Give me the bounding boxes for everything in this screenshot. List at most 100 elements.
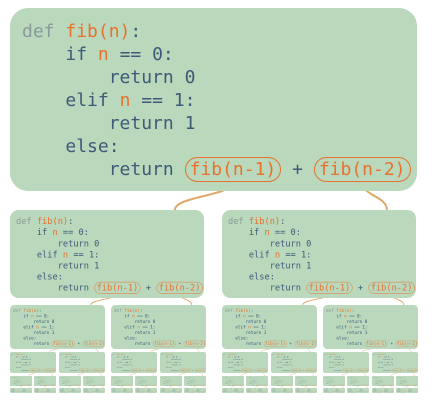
code-line-def: def fib(n): xyxy=(397,377,418,378)
variable-n: n xyxy=(172,361,174,364)
plus-operator: + xyxy=(77,341,80,347)
variable-n: n xyxy=(343,313,347,319)
return-keyword: return xyxy=(33,330,50,336)
fib-code-card-level-4: def fib(n): if n == 0: return 0 elif n =… xyxy=(347,376,369,386)
code-block: def fib(n): if n == 0: return 0 elif n =… xyxy=(223,353,268,372)
function-signature: fib(n) xyxy=(36,216,68,227)
code-line-else: else: xyxy=(34,391,45,392)
recursive-call-left: fib(n-1) xyxy=(193,384,199,386)
code-line-else: else: xyxy=(122,391,133,392)
code-line-elif: elif n == 1: xyxy=(271,390,282,391)
code-line-if: if n == 0: xyxy=(383,389,394,390)
def-keyword: def xyxy=(111,376,114,378)
card-content: def fib(n): if n == 0: return 0 elif n =… xyxy=(326,308,418,347)
code-line-return-zero: return 0 xyxy=(184,390,195,391)
code-line-return-zero: return 0 xyxy=(228,238,415,249)
variable-n: n xyxy=(281,356,283,359)
function-signature: fib(n) xyxy=(350,376,354,378)
code-line-def: def fib(n): xyxy=(195,388,206,389)
card-content: def fib(n): if n == 0: return 0 elif n =… xyxy=(160,388,171,393)
code-line-recursive-return: return fib(n-1) + fib(n-2) xyxy=(373,384,394,386)
code-line-elif: elif n == 1: xyxy=(22,89,411,112)
code-line-return-one: return 1 xyxy=(347,391,358,392)
if-keyword: if xyxy=(65,356,68,359)
colon: : xyxy=(353,376,355,378)
else-keyword: else: xyxy=(114,382,117,385)
return-keyword: return xyxy=(189,379,193,381)
return-keyword: return xyxy=(233,364,241,367)
code-line-return-one: return 1 xyxy=(136,382,157,383)
code-line-if: if n == 0: xyxy=(223,378,244,379)
fib-code-card-level-3: def fib(n): if n == 0: return 0 elif n =… xyxy=(323,352,369,373)
code-line-if: if n == 0: xyxy=(246,389,257,390)
else-keyword: else: xyxy=(399,382,402,385)
code-line-if: if n == 0: xyxy=(347,389,358,390)
code-line-return-one: return 1 xyxy=(272,364,317,367)
code-line-else: else: xyxy=(246,391,257,392)
code-line-return-zero: return 0 xyxy=(271,390,282,391)
fib-code-card-level-5: def fib(n): if n == 0: return 0 elif n =… xyxy=(295,388,306,393)
compare-zero: == 0: xyxy=(33,313,50,319)
compare-one: == 1: xyxy=(23,361,32,364)
code-line-if: if n == 0: xyxy=(185,378,206,379)
plus-operator: + xyxy=(49,384,50,386)
code-line-if: if n == 0: xyxy=(60,356,105,359)
variable-n: n xyxy=(97,44,109,65)
variable-n: n xyxy=(300,380,302,382)
code-line-elif: elif n == 1: xyxy=(223,361,268,364)
code-line-return-one: return 1 xyxy=(295,391,306,392)
code-line-if: if n == 0: xyxy=(146,389,157,390)
code-line-def: def fib(n): xyxy=(372,388,383,389)
code-line-elif: elif n == 1: xyxy=(324,380,345,381)
code-line-recursive-return: return fib(n-1) + fib(n-2) xyxy=(84,384,105,386)
variable-n: n xyxy=(275,377,277,380)
compare-zero: == 0: xyxy=(233,356,241,359)
code-line-elif: elif n == 1: xyxy=(112,380,133,381)
code-line-else: else: xyxy=(94,391,105,392)
return-keyword: return xyxy=(15,381,19,383)
code-block: def fib(n): if n == 0: return 0 elif n =… xyxy=(233,388,244,393)
return-keyword: return xyxy=(108,67,174,88)
card-content: def fib(n): if n == 0: return 0 elif n =… xyxy=(21,388,32,393)
code-line-elif: elif n == 1: xyxy=(282,390,293,391)
code-line-elif: elif n == 1: xyxy=(11,361,56,364)
def-keyword: def xyxy=(222,376,225,378)
return-keyword: return xyxy=(377,384,381,386)
card-content: def fib(n): if n == 0: return 0 elif n =… xyxy=(233,388,244,393)
recursive-call-right: fib(n-2) xyxy=(339,384,345,386)
return-zero-value: 0 xyxy=(120,379,122,381)
code-line-def: def fib(n): xyxy=(295,388,306,389)
code-line-elif: elif n == 1: xyxy=(306,390,317,391)
function-signature: fib(n) xyxy=(13,376,17,378)
code-line-return-zero: return 0 xyxy=(295,390,306,391)
def-keyword: def xyxy=(22,21,55,42)
code-line-if: if n == 0: xyxy=(324,356,369,359)
fib-code-card-level-5: def fib(n): if n == 0: return 0 elif n =… xyxy=(396,388,407,393)
code-line-def: def fib(n): xyxy=(35,377,56,378)
recursive-call-left: fib(n-1) xyxy=(405,384,411,386)
fib-code-card-level-5: def fib(n): if n == 0: return 0 elif n =… xyxy=(45,388,56,393)
code-line-elif: elif n == 1: xyxy=(16,249,203,260)
if-keyword: if xyxy=(62,377,64,380)
return-keyword: return xyxy=(165,384,169,386)
variable-n: n xyxy=(20,356,22,359)
code-block: def fib(n): if n == 0: return 0 elif n =… xyxy=(272,377,293,386)
variable-n: n xyxy=(170,356,172,359)
code-line-return-zero: return 0 xyxy=(272,379,293,380)
recursive-call-right: fib(n-2) xyxy=(53,392,56,393)
def-keyword: def xyxy=(135,376,138,378)
return-keyword: return xyxy=(57,282,89,293)
return-keyword: return xyxy=(401,384,405,386)
card-content: def fib(n): if n == 0: return 0 elif n =… xyxy=(272,377,293,386)
plus-operator: + xyxy=(91,369,93,372)
card-content: def fib(n): if n == 0: return 0 elif n =… xyxy=(195,388,206,393)
code-line-else: else: xyxy=(45,391,56,392)
if-keyword: if xyxy=(117,356,120,359)
function-signature: fib(n) xyxy=(298,376,302,378)
code-line-def: def fib(n): xyxy=(306,388,317,389)
compare-one: == 1: xyxy=(89,380,94,382)
compare-one: == 1: xyxy=(40,380,45,382)
recursive-call-left: fib(n-1) xyxy=(131,369,143,372)
code-line-elif: elif n == 1: xyxy=(112,361,157,364)
code-line-else: else: xyxy=(21,391,32,392)
